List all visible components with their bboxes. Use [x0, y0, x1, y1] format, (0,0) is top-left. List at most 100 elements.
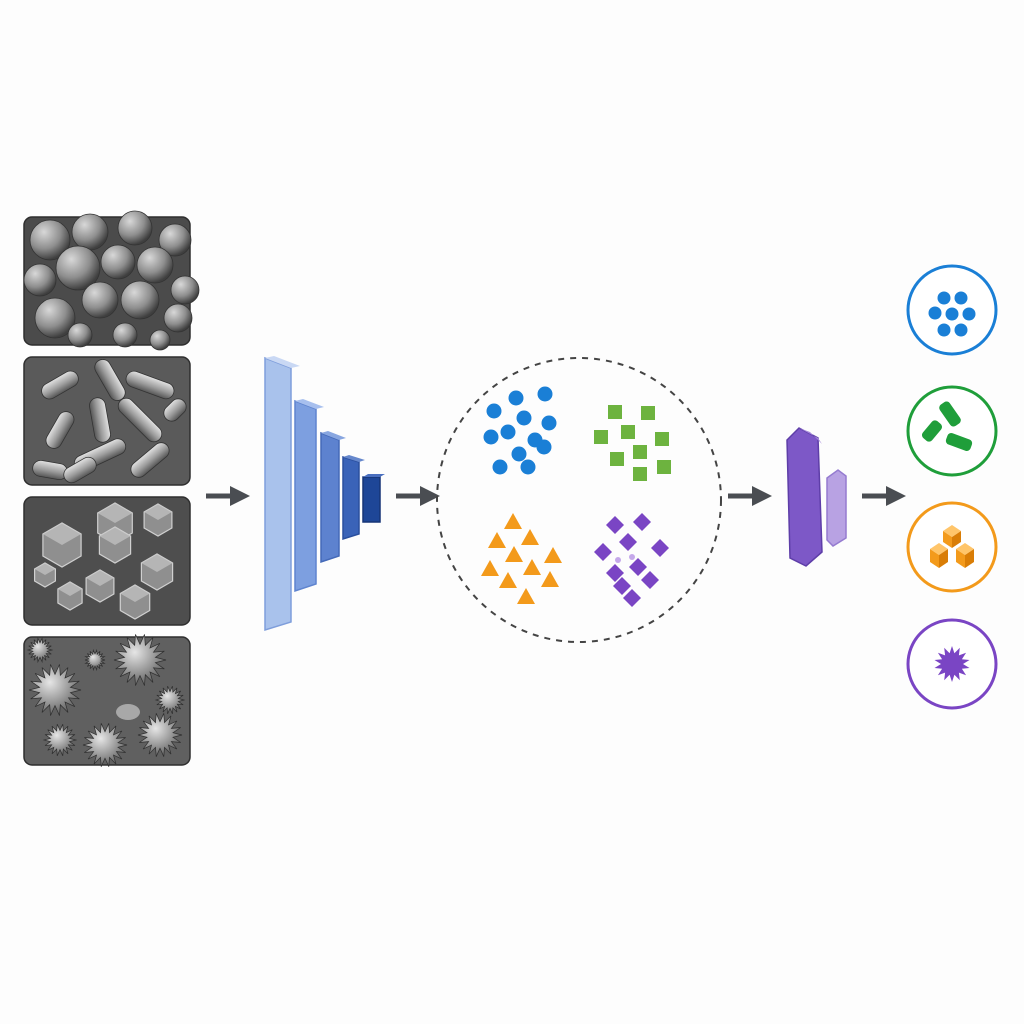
green-point	[633, 445, 647, 459]
orange-point	[521, 529, 539, 545]
orange-point	[544, 547, 562, 563]
purple-point	[594, 543, 612, 561]
class-dot	[937, 323, 951, 337]
sem-sphere	[117, 210, 153, 246]
green-point	[621, 425, 635, 439]
orange-point	[488, 532, 506, 548]
sem-rod	[41, 370, 79, 400]
sem-spiky-particle	[82, 723, 128, 767]
sem-spiky-particle	[42, 724, 78, 756]
encoder-network	[264, 356, 385, 632]
class-dot	[928, 306, 942, 320]
cluster-orange-triangles	[481, 513, 562, 604]
sem-rod	[130, 442, 170, 478]
blue-point	[511, 446, 527, 462]
sem-image-spheres	[23, 210, 200, 351]
cluster-blue-circles	[483, 386, 557, 475]
blue-point	[486, 403, 502, 419]
sem-spiky-particle	[137, 713, 183, 757]
sem-sphere	[71, 213, 109, 251]
blue-point	[537, 386, 553, 402]
class-dot	[937, 291, 951, 305]
blue-point	[492, 459, 508, 475]
orange-point	[504, 513, 522, 529]
blue-point	[516, 410, 532, 426]
sem-sphere	[149, 329, 171, 351]
encoder-layer-3	[320, 431, 346, 564]
orange-point	[523, 559, 541, 575]
sem-spiky-particle	[28, 664, 82, 716]
sem-sphere	[158, 223, 192, 257]
sem-spiky-particle	[84, 648, 106, 672]
cluster-purple-diamonds	[594, 513, 669, 607]
sem-sphere	[100, 244, 136, 280]
sem-spiky-particle	[113, 634, 167, 686]
sem-sphere	[120, 280, 160, 320]
star-icon	[934, 646, 970, 682]
sem-image-rods	[23, 356, 191, 486]
purple-point	[629, 558, 647, 576]
purple-point	[606, 564, 624, 582]
output-class-star	[906, 618, 998, 710]
sem-rod	[45, 411, 75, 449]
input-image-stack	[23, 210, 200, 767]
feature-space-boundary	[436, 357, 722, 643]
class-dot	[962, 307, 976, 321]
purple-point	[641, 571, 659, 589]
class-dot	[945, 307, 959, 321]
orange-point	[541, 571, 559, 587]
green-point	[608, 405, 622, 419]
orange-point	[499, 572, 517, 588]
classifier-head	[786, 427, 847, 567]
cluster-green-squares	[594, 405, 671, 481]
blue-point	[520, 459, 536, 475]
purple-point	[613, 577, 631, 595]
orange-point	[517, 588, 535, 604]
blue-point	[500, 424, 516, 440]
green-point	[633, 467, 647, 481]
sem-sphere	[29, 219, 71, 261]
feature-space	[436, 357, 722, 643]
class-dot	[954, 323, 968, 337]
sem-rod	[63, 456, 97, 484]
star-shape	[934, 646, 970, 682]
sem-sphere	[55, 245, 101, 291]
green-point	[610, 452, 624, 466]
sem-spiky-particle	[154, 686, 186, 714]
circles-icon	[928, 291, 976, 337]
sem-rod	[125, 370, 175, 400]
purple-point	[606, 516, 624, 534]
green-point	[594, 430, 608, 444]
output-classes	[906, 264, 998, 710]
sem-rod	[163, 398, 187, 422]
rods-icon	[921, 401, 973, 451]
sem-sphere	[170, 275, 200, 305]
purple-point	[651, 539, 669, 557]
sem-image-polyhedra	[23, 496, 191, 626]
green-point	[655, 432, 669, 446]
encoder-layer-4	[342, 455, 365, 541]
output-class-rods	[906, 385, 998, 477]
encoder-layer-2	[294, 399, 324, 593]
output-class-cubes	[906, 501, 998, 593]
green-point	[657, 460, 671, 474]
sem-sphere	[112, 322, 138, 348]
output-class-spheres	[906, 264, 998, 356]
encoder-layer-5	[362, 474, 385, 523]
sem-image-spiky	[23, 634, 191, 767]
sem-sphere	[67, 322, 93, 348]
blue-point	[483, 429, 499, 445]
purple-point	[623, 589, 641, 607]
blue-point	[536, 439, 552, 455]
sem-sphere	[34, 297, 76, 339]
orange-point	[481, 560, 499, 576]
sem-sphere	[23, 263, 57, 297]
cubes-icon	[930, 525, 974, 568]
blue-point	[508, 390, 524, 406]
encoder-layer-1	[264, 356, 300, 632]
class-dot	[954, 291, 968, 305]
sem-sphere	[81, 281, 119, 319]
sem-spiky-particle	[26, 636, 54, 664]
sem-rod	[117, 397, 163, 443]
